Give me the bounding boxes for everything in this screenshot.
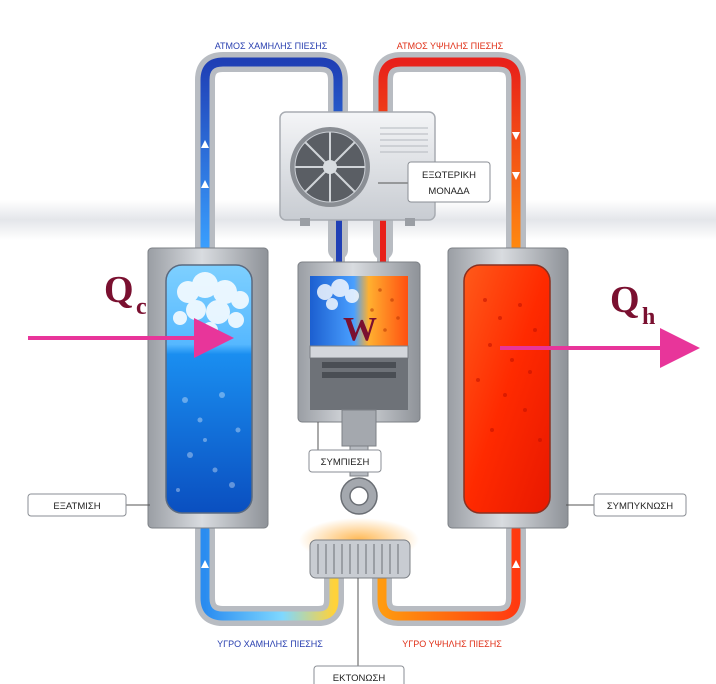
pipe-high-pressure-liquid [372, 520, 526, 626]
high-pressure-liquid-label: ΥΓΡΟ ΥΨΗΛΗΣ ΠΙΕΣΗΣ [402, 639, 502, 649]
compression-label-box [308, 449, 382, 473]
evaporator: ΕΞΑΤΜΙΣΗ [27, 247, 269, 529]
expansion-label: ΕΚΤΟΝΩΣΗ [333, 673, 386, 684]
compressor: W ΣΥΜΠΙΕΣΗ [297, 261, 421, 515]
qc-sub: c [136, 294, 147, 320]
work-symbol: W [343, 311, 377, 348]
condensation-label: ΣΥΜΠΥΚΝΩΣΗ [607, 501, 673, 512]
outdoor-unit: ΕΞΩΤΕΡΙΚΗ ΜΟΝΑΔΑ [279, 111, 491, 226]
outdoor-unit-label-line2: ΜΟΝΑΔΑ [428, 186, 470, 197]
condenser: ΣΥΜΠΥΚΝΩΣΗ [447, 247, 687, 529]
qc-main: Q [104, 269, 134, 311]
evaporation-label: ΕΞΑΤΜΙΣΗ [53, 501, 100, 512]
low-pressure-vapor-label: ΑΤΜΟΣ ΧΑΜΗΛΗΣ ΠΙΕΣΗΣ [215, 41, 328, 51]
compressor-pipes [333, 215, 389, 265]
qc-symbol: Q c [104, 269, 147, 320]
qh-symbol: Q h [610, 279, 655, 330]
pipe-high-pressure-vapor [373, 52, 526, 260]
pipe-low-pressure-vapor [195, 52, 348, 260]
expansion-valve: ΕΚΤΟΝΩΣΗ [299, 518, 419, 684]
condensation-label-box [593, 493, 687, 517]
fan-icon [290, 127, 370, 207]
high-pressure-vapor-label: ΑΤΜΟΣ ΥΨΗΛΗΣ ΠΙΕΣΗΣ [397, 41, 504, 51]
compression-label: ΣΥΜΠΙΕΣΗ [321, 457, 370, 468]
qh-sub: h [642, 304, 655, 330]
pipe-low-pressure-liquid [195, 520, 344, 626]
outdoor-unit-label-box [407, 161, 491, 203]
evaporation-label-box [27, 493, 127, 517]
qh-main: Q [610, 279, 640, 321]
expansion-label-box [313, 665, 405, 684]
outdoor-unit-label-line1: ΕΞΩΤΕΡΙΚΗ [422, 170, 476, 181]
low-pressure-liquid-label: ΥΓΡΟ ΧΑΜΗΛΗΣ ΠΙΕΣΗΣ [217, 639, 323, 649]
